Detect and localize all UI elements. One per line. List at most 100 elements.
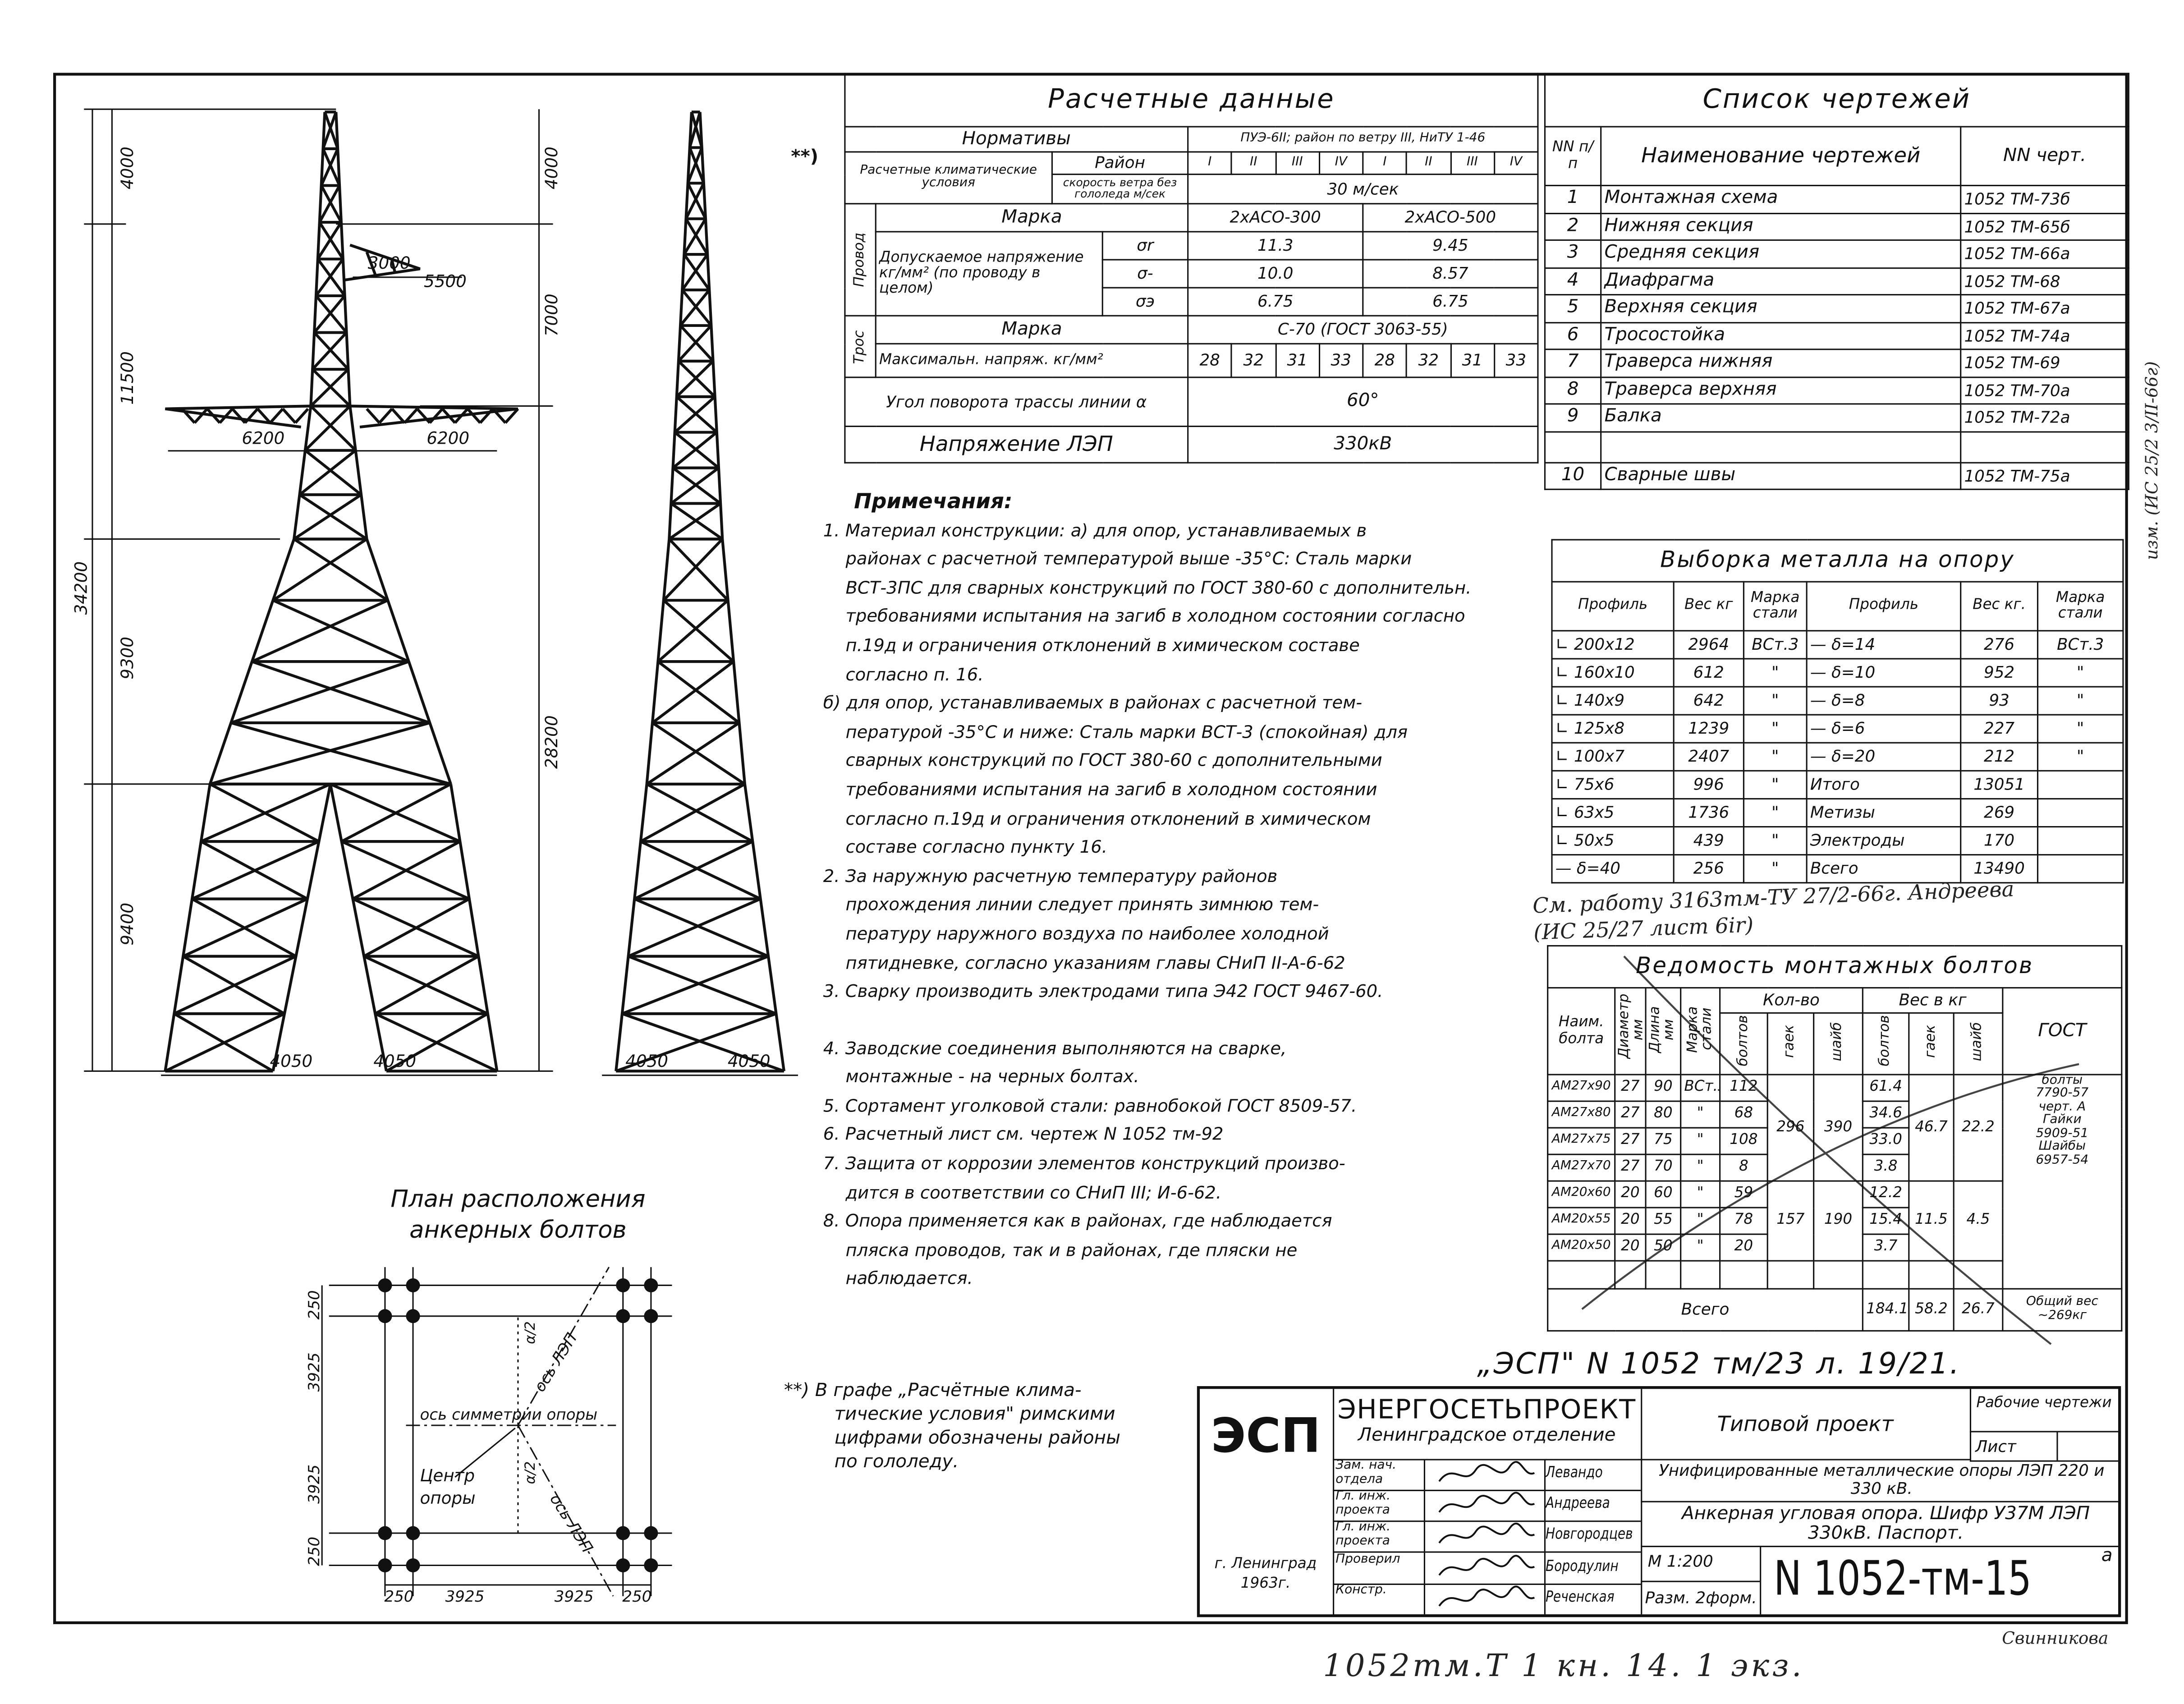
gost-line: Шайбы: [2038, 1140, 2086, 1154]
empty-cell: [1719, 1260, 1768, 1290]
region-cell: I: [1362, 151, 1408, 175]
region-cell: III: [1450, 151, 1495, 175]
bolt-cell: 112: [1719, 1074, 1768, 1102]
scale: М 1:200: [1647, 1551, 1713, 1571]
metal-cell: ": [1743, 714, 1808, 744]
signature: [1423, 1583, 1546, 1614]
metal-cell: ": [2037, 742, 2124, 772]
nuts-weight: 11.5: [1908, 1180, 1955, 1262]
bolt-cell: ": [1680, 1233, 1721, 1262]
empty-cell: [1908, 1260, 1955, 1290]
project-type: Типовой проект: [1641, 1389, 1971, 1461]
footnote-line: по гололеду.: [834, 1451, 959, 1473]
header-cell: ГОСТ: [2002, 987, 2123, 1075]
header-cell: шайб: [1830, 1021, 1845, 1061]
note-line: пературой -35°С и ниже: Сталь марки ВСТ-…: [845, 721, 1408, 742]
total-weight-line: Общий вес: [2026, 1295, 2098, 1309]
angle-value: 60°: [1187, 377, 1539, 427]
metal-cell: [2037, 854, 2124, 884]
empty-cell: [1862, 1260, 1910, 1290]
tower-front-view: [164, 110, 519, 1073]
bolt-cell: АМ27х80: [1547, 1100, 1616, 1129]
signature: [1423, 1459, 1546, 1490]
metal-cell: ∟ 100х7: [1551, 742, 1675, 772]
drawing-number-suffix: а: [2101, 1546, 2113, 1567]
role: Проверил: [1335, 1552, 1400, 1566]
row-number: 5: [1544, 294, 1602, 323]
drawing-code: 1052 ТМ-70а: [1960, 376, 2129, 405]
metal-cell: — δ=8: [1806, 686, 1962, 716]
header-cell: болтов: [1735, 1015, 1751, 1067]
anchor-bolt-icon: [644, 1526, 658, 1540]
dim-text: 3925: [305, 1465, 323, 1504]
bolt-weight: 34.6: [1862, 1100, 1910, 1129]
margin-handwritten-note: изм. (ИС 25/2 3/II-66г): [2142, 361, 2162, 560]
metal-cell: 269: [1960, 798, 2039, 828]
note-line: 2. За наружную расчетную температуру рай…: [823, 865, 1278, 886]
center-label: Центр: [420, 1465, 475, 1485]
dim-text: 7000: [541, 294, 561, 336]
anchor-plan-title: анкерных болтов: [409, 1216, 626, 1244]
note-line: прохождения линии следует принять зимнюю…: [845, 894, 1319, 915]
empty-cell: [1547, 1260, 1616, 1290]
anchor-bolt-icon: [406, 1526, 420, 1540]
bolt-weight: 12.2: [1862, 1180, 1910, 1208]
anchor-bolt-icon: [378, 1558, 392, 1573]
header-cell: Профиль: [1806, 581, 1962, 632]
metal-title: Выборка металла на опору: [1551, 539, 2124, 583]
washers-count: 390: [1813, 1074, 1863, 1182]
bolt-cell: 78: [1719, 1207, 1768, 1235]
role: Зам. нач. отдела: [1335, 1459, 1396, 1487]
drawing-code: [1960, 430, 2129, 463]
metal-cell: ∟ 63х5: [1551, 798, 1675, 828]
metal-cell: ": [2037, 714, 2124, 744]
center-label: опоры: [420, 1488, 476, 1508]
note-line: составе согласно пункту 16.: [845, 836, 1107, 857]
total-weight: 26.7: [1953, 1288, 2004, 1332]
stress-symbol: σr: [1101, 231, 1189, 261]
dim-text: 3000: [368, 253, 411, 273]
header-cell: Вес кг: [1673, 581, 1744, 632]
metal-cell: ВСт.3: [1743, 630, 1808, 660]
header-cell: Длина мм: [1647, 1005, 1677, 1052]
metal-cell: ": [2037, 686, 2124, 716]
drawings-title: Список чертежей: [1544, 73, 2129, 128]
metal-cell: 996: [1673, 770, 1744, 800]
bolt-cell: АМ20х55: [1547, 1207, 1616, 1235]
anchor-bolt-icon: [378, 1278, 392, 1293]
metal-cell: [2037, 770, 2124, 800]
footnote-line: тические условия" римскими: [834, 1404, 1115, 1425]
notes-title: Примечания:: [854, 488, 1013, 514]
note-line: согласно п. 16.: [845, 663, 984, 684]
format: Разм. 2форм.: [1645, 1588, 1757, 1608]
empty-cell: [1953, 1260, 2004, 1290]
empty-cell: [1645, 1260, 1682, 1290]
bolt-cell: 68: [1719, 1100, 1768, 1129]
bolt-cell: 55: [1645, 1207, 1682, 1235]
gost-line: 5909-51: [2036, 1126, 2089, 1141]
note-line: пературу наружного воздуха по наиболее х…: [845, 922, 1329, 944]
metal-cell: 13051: [1960, 770, 2039, 800]
drawing-name: Монтажная схема: [1600, 184, 1962, 214]
note-line: районах с расчетной температурой выше -3…: [845, 547, 1412, 569]
region-label: Район: [1051, 151, 1189, 175]
total-label: Всего: [1547, 1288, 1863, 1332]
row-number: [1544, 430, 1602, 463]
bolt-weight: 33.0: [1862, 1127, 1910, 1155]
gost-line: Гайки: [2042, 1113, 2082, 1128]
bolt-cell: 20: [1614, 1233, 1647, 1262]
anchor-bolt-icon: [644, 1309, 658, 1323]
header-cell: Вес в кг: [1862, 987, 2004, 1014]
metal-cell: ВСт.3: [2037, 630, 2124, 660]
note-line: согласно п.19д и ограничения отклонений …: [845, 807, 1371, 828]
stress-value: 6.75: [1362, 287, 1539, 317]
wire-mark: 2хАСО-500: [1362, 203, 1539, 233]
